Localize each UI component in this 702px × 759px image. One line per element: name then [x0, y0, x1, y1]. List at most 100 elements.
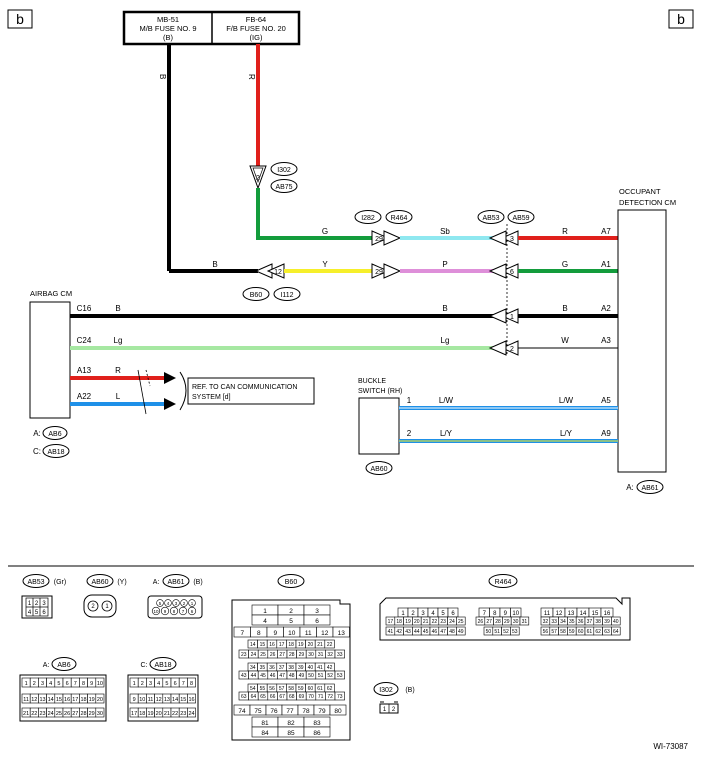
ab61-pin: 2 — [183, 601, 186, 606]
b60-pin: 68 — [289, 694, 295, 700]
pin-label-a22: A22 — [77, 392, 92, 401]
b60-pin: 36 — [269, 665, 275, 671]
occupant-detection-cm — [617, 209, 667, 473]
airbag-conn-a-tag: AB6 — [48, 431, 61, 438]
buckle-pin-2: 2 — [407, 429, 412, 438]
ab18-pin: 10 — [139, 697, 145, 703]
b60-pin: 13 — [338, 630, 346, 637]
ab18-pin: 8 — [190, 681, 193, 687]
ab18-pin: 15 — [180, 697, 186, 703]
page-mark-right-box — [668, 9, 694, 29]
r464-pin: 18 — [396, 619, 402, 625]
b60-pin: 8 — [257, 630, 261, 637]
pin-2: 2 — [510, 346, 514, 353]
ab18-pin: 20 — [156, 711, 162, 717]
b60-pin: 77 — [286, 708, 294, 715]
r464-pin: 25 — [458, 619, 464, 625]
tag-i302: I302 — [277, 167, 291, 174]
legend-ab61-tag: AB61 — [167, 579, 184, 586]
pin-3: 3 — [510, 236, 514, 243]
ab18-cell — [187, 693, 196, 704]
legend-ab53-tag: AB53 — [27, 579, 44, 586]
r464-pin: 11 — [544, 611, 551, 617]
b60-pin: 29 — [299, 652, 305, 658]
ab18-cell — [187, 707, 196, 718]
b60-pin: 26 — [270, 652, 276, 658]
b60-pin: 64 — [251, 694, 257, 700]
legend-ab18-tag: AB18 — [154, 662, 171, 669]
ab6-pin: 10 — [97, 681, 103, 687]
tag-r464: R464 — [391, 215, 408, 222]
r464-pin: 38 — [595, 619, 601, 625]
r464-cell — [456, 616, 466, 626]
b60-cell — [329, 704, 347, 716]
r464-pin: 6 — [451, 611, 455, 617]
occupant-name-1: OCCUPANT — [619, 187, 661, 196]
ab18-pin: 3 — [149, 681, 152, 687]
b60-pin: 52 — [327, 673, 333, 679]
b60-pin: 32 — [327, 652, 333, 658]
b60-pin: 21 — [317, 642, 323, 648]
buckle-name-1: BUCKLE — [358, 378, 386, 385]
ab18-pin: 4 — [157, 681, 160, 687]
legend-i302-tag: I302 — [379, 687, 393, 694]
b60-pin: 79 — [318, 708, 326, 715]
r464-pin: 17 — [388, 619, 394, 625]
r464-pin: 29 — [504, 619, 510, 625]
b60-pin: 66 — [270, 694, 276, 700]
b60-pin: 38 — [288, 665, 294, 671]
b60-pin: 59 — [298, 686, 304, 692]
ab6-pin: 24 — [48, 711, 54, 717]
svg-text:3: 3 — [42, 601, 46, 607]
b60-pin: 67 — [279, 694, 285, 700]
ab61-pin: 10 — [153, 609, 159, 614]
b60-cell — [334, 691, 345, 701]
r464-pin: 19 — [405, 619, 411, 625]
r464-pin: 15 — [592, 611, 599, 617]
ab6-pin: 30 — [97, 711, 103, 717]
r464-cell — [519, 616, 530, 626]
b60-pin: 51 — [318, 673, 324, 679]
airbag-cm — [29, 301, 71, 419]
b60-pin: 42 — [327, 665, 333, 671]
buckle-pin-1: 1 — [407, 396, 412, 405]
ab61-pin-circle — [188, 599, 196, 607]
legend-ab6-tag: AB6 — [57, 662, 70, 669]
b60-pin: 63 — [241, 694, 247, 700]
r464-pin: 57 — [551, 629, 557, 635]
r464-pin: 61 — [587, 629, 593, 635]
b60-pin: 15 — [260, 642, 266, 648]
b60-cell — [303, 614, 331, 626]
svg-text:5: 5 — [35, 610, 39, 616]
b60-pin: 78 — [302, 708, 310, 715]
legend-i302-color: (B) — [405, 687, 414, 694]
b60-pin: 31 — [318, 652, 324, 658]
wire-label-b2: B — [115, 304, 120, 313]
ab6-pin: 9 — [90, 681, 93, 687]
can-ref-line1: REF. TO CAN COMMUNICATION — [192, 384, 297, 391]
legend-b60-tag: B60 — [285, 579, 298, 586]
r464-pin: 45 — [423, 629, 429, 635]
r464-pin: 4 — [431, 611, 435, 617]
pin-i302: 2 — [256, 175, 260, 182]
pin-29-lower: 29 — [375, 269, 383, 276]
ab18-pin: 14 — [172, 697, 178, 703]
wire-label-ly2: L/Y — [560, 429, 573, 438]
b60-pin: 56 — [269, 686, 275, 692]
ab6-pin: 6 — [66, 681, 69, 687]
r464-pin: 48 — [449, 629, 455, 635]
b60-pin: 58 — [288, 686, 294, 692]
ab18-pin: 17 — [131, 711, 137, 717]
ab6-cell — [95, 693, 105, 704]
b60-pin: 20 — [308, 642, 314, 648]
page-mark-left-box — [7, 9, 33, 29]
pin-label-c24: C24 — [77, 336, 92, 345]
b60-pin: 14 — [250, 642, 256, 648]
svg-text:2: 2 — [392, 707, 396, 713]
svg-text:1: 1 — [28, 601, 32, 607]
b60-pin: 81 — [261, 720, 269, 727]
r464-pin: 52 — [503, 629, 509, 635]
airbag-cm-name: AIRBAG CM — [30, 289, 72, 298]
r464-pin: 30 — [513, 619, 519, 625]
